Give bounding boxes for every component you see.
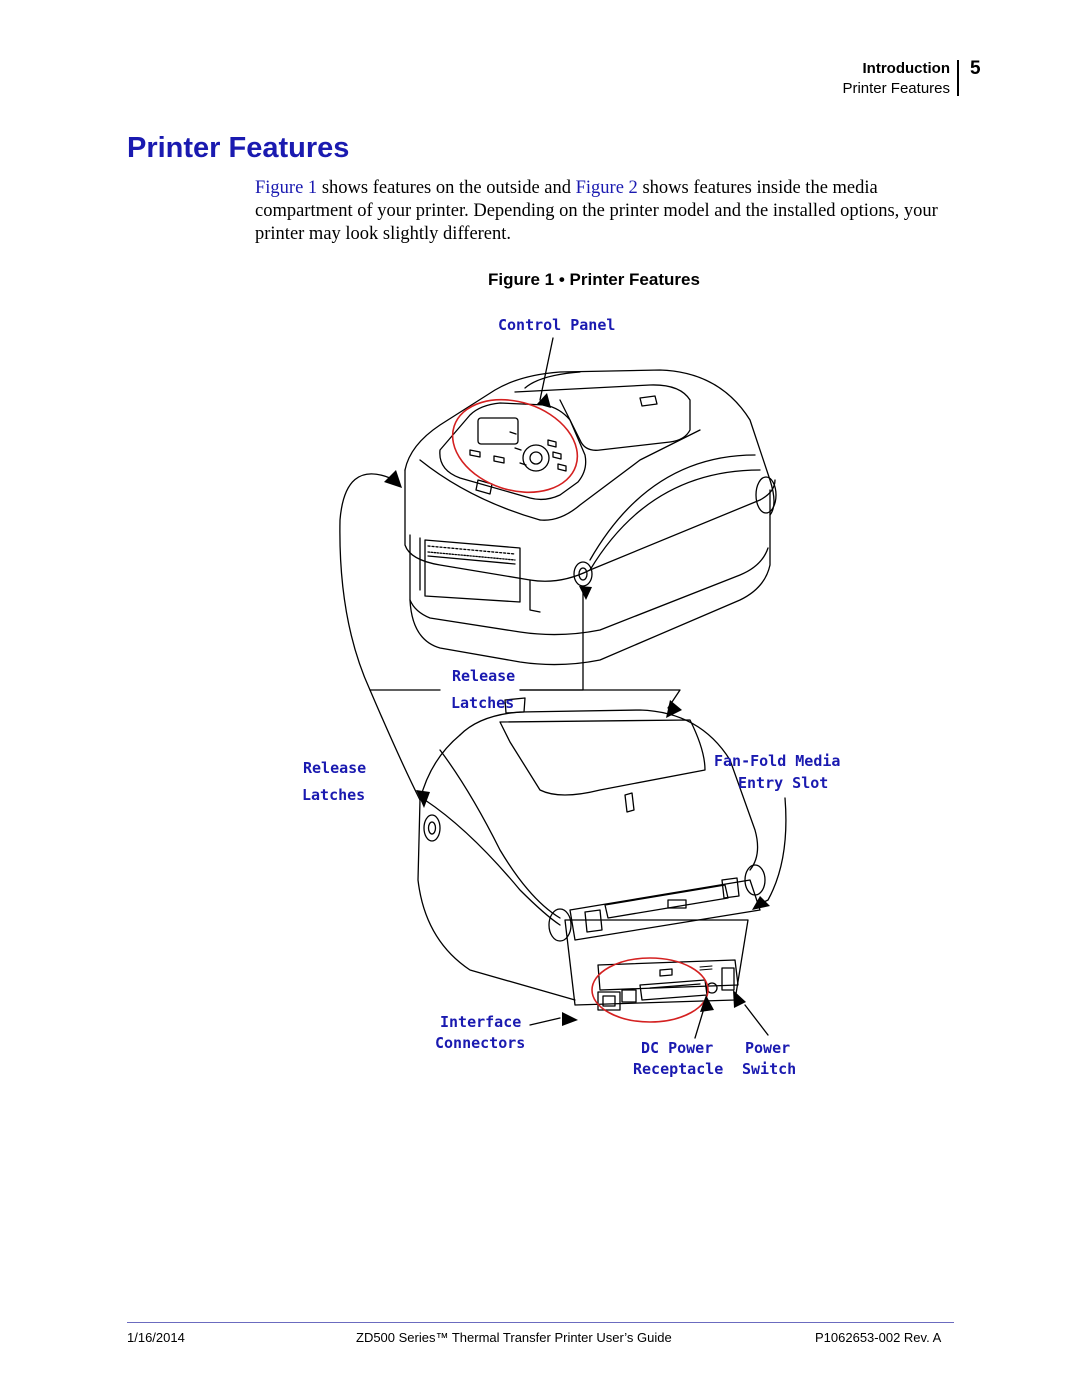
figure-caption: Figure 1 • Printer Features <box>488 270 700 289</box>
footer-date: 1/16/2014 <box>127 1330 185 1345</box>
printer-front-view <box>404 369 777 666</box>
callout-release-left-2: Latches <box>302 786 366 804</box>
callout-fanfold-2: Entry Slot <box>738 774 829 792</box>
control-panel-highlight <box>451 398 579 494</box>
footer-doc-number: P1062653-002 Rev. A <box>815 1330 942 1345</box>
callout-power-switch-1: Power <box>745 1039 791 1057</box>
figure-2-link[interactable]: Figure 2 <box>575 178 638 198</box>
callout-power-switch-2: Switch <box>742 1060 797 1078</box>
callout-dc-power-1: DC Power <box>641 1039 714 1057</box>
callout-control-panel: Control Panel <box>498 316 616 334</box>
page-title: Printer Features <box>127 132 350 164</box>
callout-release-top-2: Latches <box>451 694 515 712</box>
printer-rear-view <box>417 697 766 1011</box>
page-number: 5 <box>970 58 981 79</box>
callout-dc-power-2: Receptacle <box>633 1060 724 1078</box>
callout-interface-1: Interface <box>440 1013 522 1031</box>
footer-guide-title: ZD500 Series™ Thermal Transfer Printer U… <box>356 1330 672 1345</box>
chapter-name: Introduction <box>862 60 950 77</box>
section-name: Printer Features <box>842 80 950 97</box>
leader-lines <box>339 337 787 1039</box>
header-divider <box>957 60 959 96</box>
figure-1-link[interactable]: Figure 1 <box>255 178 318 198</box>
callout-release-top-1: Release <box>452 667 516 685</box>
callout-fanfold-1: Fan-Fold Media <box>714 752 841 770</box>
intro-paragraph: Figure 1 shows features on the outside a… <box>255 177 955 246</box>
intro-text-1: shows features on the outside and <box>317 178 576 198</box>
intro-text-2: shows features inside the media compartm… <box>255 178 938 244</box>
footer-divider <box>127 1322 954 1323</box>
callout-release-left-1: Release <box>303 759 367 777</box>
callout-interface-2: Connectors <box>435 1034 526 1052</box>
connectors-highlight <box>591 957 709 1023</box>
running-header: Introduction Printer Features <box>842 60 950 100</box>
